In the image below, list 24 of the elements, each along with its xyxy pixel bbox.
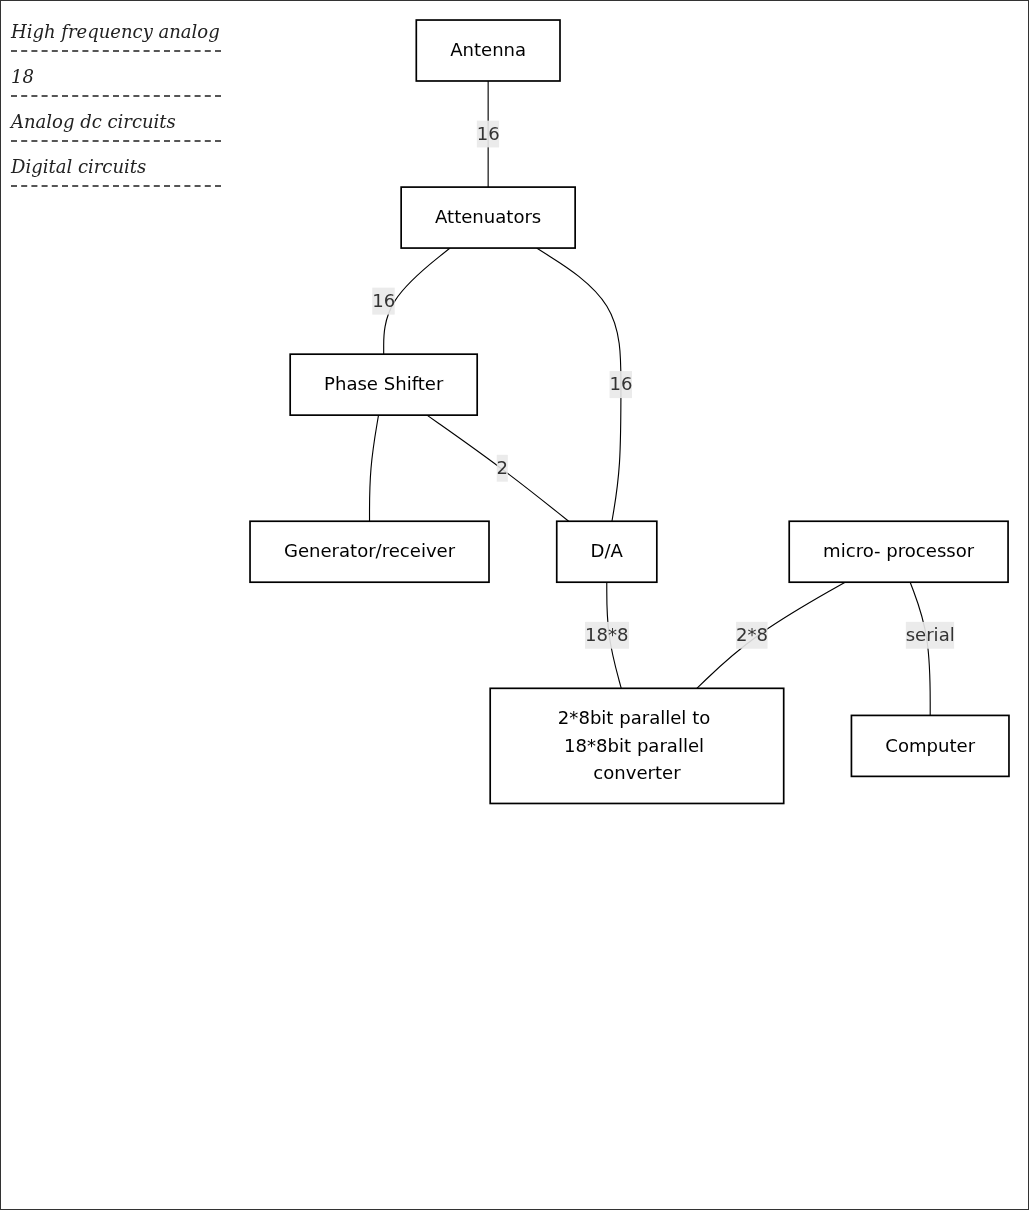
zone-label: Analog dc circuits <box>11 111 221 142</box>
connector <box>426 414 570 522</box>
node-box: Generator/receiver <box>249 520 490 584</box>
node-box: Phase Shifter <box>289 353 479 416</box>
edge-label: 18*8 <box>585 623 629 646</box>
zone-label: 18 <box>11 66 221 97</box>
edge-label: 16 <box>372 289 396 312</box>
connector <box>536 247 622 522</box>
connector <box>368 414 380 522</box>
edge-label: 16 <box>609 373 633 395</box>
connector <box>383 247 451 355</box>
node-box: micro- processor <box>788 520 1009 584</box>
zone-label: High frequency analog <box>11 21 221 52</box>
edge-label: 2*8 <box>736 623 769 646</box>
node-box: Computer <box>850 714 1010 778</box>
edge-label: serial <box>905 623 955 646</box>
connector <box>696 581 846 689</box>
node-box: Attenuators <box>400 186 576 249</box>
node-box: 2*8bit parallel to 18*8bit parallel converter <box>489 687 785 805</box>
edge-label: 2 <box>496 456 509 479</box>
edge-label: 16 <box>476 122 500 145</box>
node-box: Antenna <box>415 19 561 82</box>
zone-label: Digital circuits <box>11 156 221 187</box>
node-box: D/A <box>555 520 658 584</box>
